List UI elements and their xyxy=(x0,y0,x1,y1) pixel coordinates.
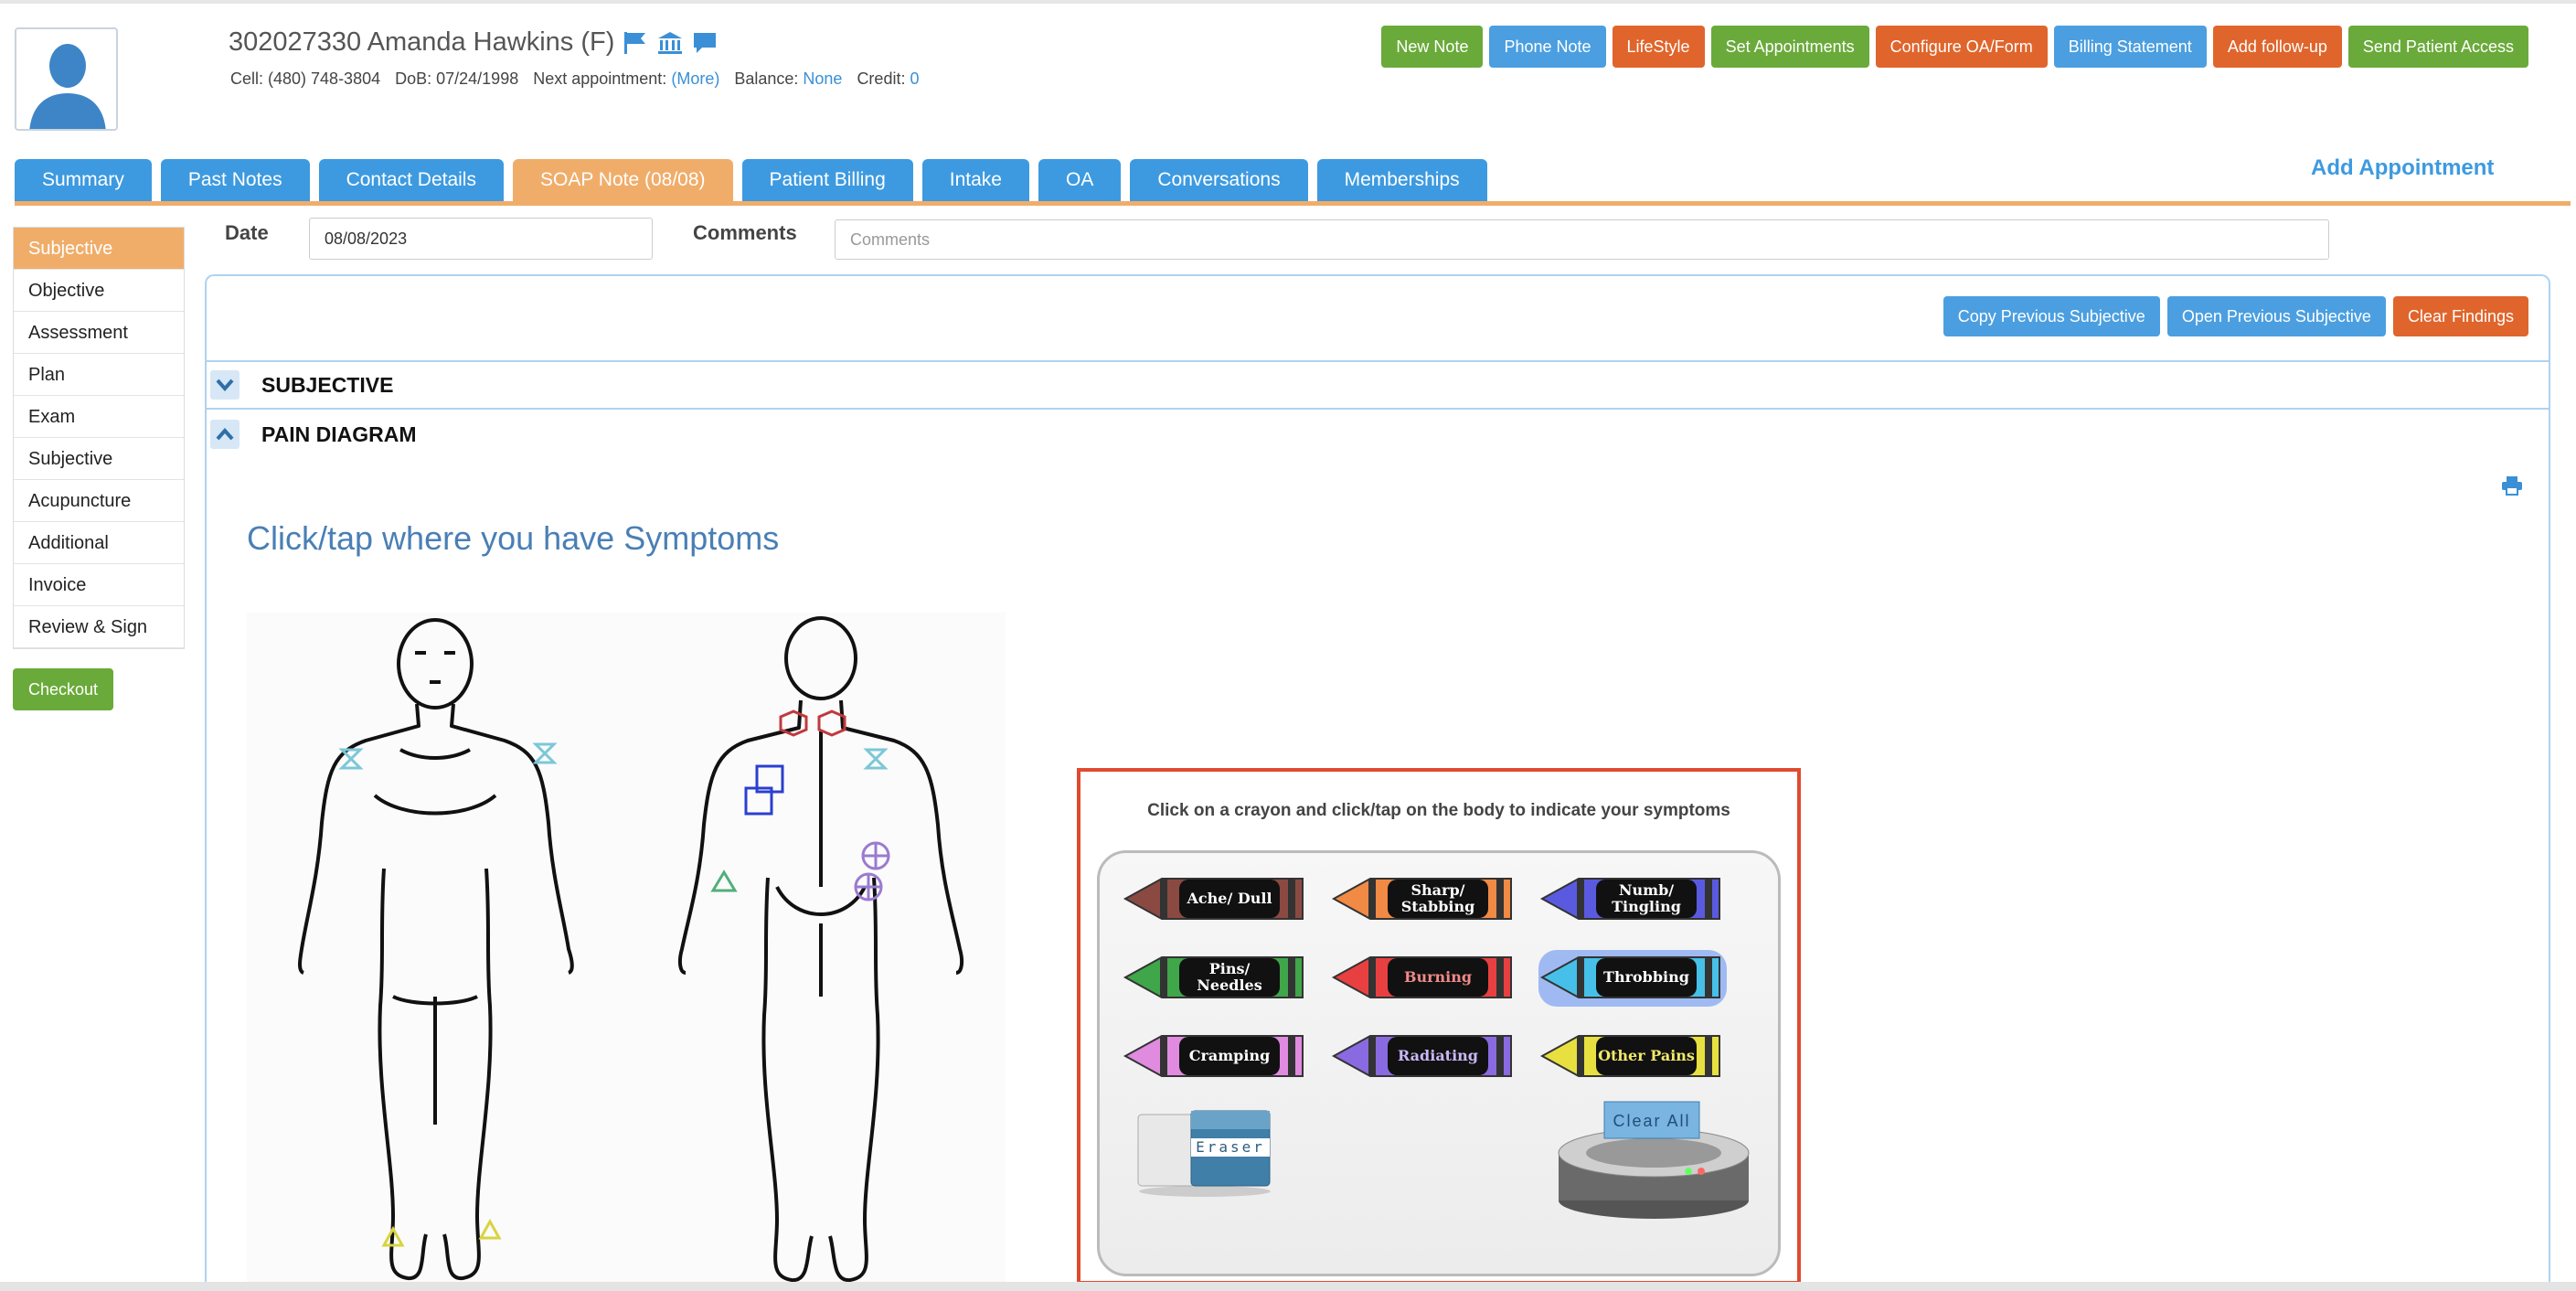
next-appointment: Next appointment: (More) xyxy=(533,69,719,89)
body-diagram[interactable] xyxy=(247,613,1006,1291)
configure-oa-form-button[interactable]: Configure OA/Form xyxy=(1875,26,2048,68)
tab-underline xyxy=(15,201,2571,206)
crayon-sharp-stabbing-label: Sharp/ Stabbing xyxy=(1388,880,1488,918)
sidebar-item-objective[interactable]: Objective xyxy=(14,270,184,312)
next-appointment-label: Next appointment: xyxy=(533,69,667,88)
horizontal-scrollbar[interactable] xyxy=(0,1282,2576,1291)
tab-conversations[interactable]: Conversations xyxy=(1130,159,1308,201)
credit-label: Credit: xyxy=(857,69,906,88)
front-body-figure xyxy=(298,618,574,1280)
panel-toolbar: Copy Previous Subjective Open Previous S… xyxy=(1943,296,2528,336)
date-label: Date xyxy=(225,221,269,244)
crayon-ache-dull-label: Ache/ Dull xyxy=(1179,880,1280,918)
subjective-panel xyxy=(205,274,2550,1291)
date-input[interactable]: 08/08/2023 xyxy=(309,218,653,260)
eraser-label: Eraser xyxy=(1196,1138,1265,1156)
back-body-figure xyxy=(677,616,964,1282)
copy-previous-subjective-button[interactable]: Copy Previous Subjective xyxy=(1943,296,2160,336)
crayon-pins-needles[interactable]: Pins/ Needles xyxy=(1120,946,1312,1008)
soap-sidebar: Subjective Objective Assessment Plan Exa… xyxy=(13,227,185,649)
crayon-burning-label: Burning xyxy=(1388,958,1488,997)
credit: Credit: 0 xyxy=(857,69,919,89)
crayon-other-pains[interactable]: Other Pains xyxy=(1537,1025,1729,1087)
crayon-throbbing[interactable]: Throbbing xyxy=(1537,946,1729,1008)
sidebar-item-review-sign[interactable]: Review & Sign xyxy=(14,606,184,648)
sidebar-item-additional[interactable]: Additional xyxy=(14,522,184,564)
sidebar-item-subjective-2[interactable]: Subjective xyxy=(14,438,184,480)
open-previous-subjective-button[interactable]: Open Previous Subjective xyxy=(2166,296,2386,336)
sidebar-item-plan[interactable]: Plan xyxy=(14,354,184,396)
crayon-throbbing-label: Throbbing xyxy=(1596,958,1697,997)
sidebar-item-acupuncture[interactable]: Acupuncture xyxy=(14,480,184,522)
comments-label: Comments xyxy=(693,221,797,244)
add-appointment-link[interactable]: Add Appointment xyxy=(2311,155,2495,180)
balance-label: Balance: xyxy=(734,69,799,88)
patient-header: 302027330 Amanda Hawkins (F) xyxy=(229,27,719,58)
comments-input[interactable]: Comments xyxy=(835,219,2329,260)
tab-bar: Summary Past Notes Contact Details SOAP … xyxy=(15,159,1487,201)
crayon-cramping-label: Cramping xyxy=(1179,1037,1280,1075)
balance: Balance: None xyxy=(734,69,842,89)
crayon-tray: Ache/ Dull Sharp/ Stabbing Numb/ Tinglin… xyxy=(1097,850,1781,1276)
symptom-markers xyxy=(338,710,890,1247)
print-icon[interactable] xyxy=(2501,475,2523,496)
clear-findings-button[interactable]: Clear Findings xyxy=(2392,296,2528,336)
clear-all-label: Clear All xyxy=(1613,1112,1691,1130)
crayon-burning[interactable]: Burning xyxy=(1328,946,1520,1008)
tab-patient-billing[interactable]: Patient Billing xyxy=(741,159,913,201)
tab-oa[interactable]: OA xyxy=(1038,159,1122,201)
tab-soap-note[interactable]: SOAP Note (08/08) xyxy=(512,159,733,201)
credit-value[interactable]: 0 xyxy=(910,69,920,88)
crayon-cramping[interactable]: Cramping xyxy=(1120,1025,1312,1087)
crayon-pins-needles-label: Pins/ Needles xyxy=(1179,958,1280,997)
patient-cell: Cell: (480) 748-3804 xyxy=(230,69,381,88)
crayon-sharp-stabbing[interactable]: Sharp/ Stabbing xyxy=(1328,868,1520,930)
sidebar-item-subjective[interactable]: Subjective xyxy=(14,228,184,270)
sidebar-item-exam[interactable]: Exam xyxy=(14,396,184,438)
chevron-down-icon[interactable] xyxy=(210,370,240,400)
chevron-up-icon[interactable] xyxy=(210,420,240,449)
patient-name: 302027330 Amanda Hawkins (F) xyxy=(229,27,615,57)
eraser-tool[interactable]: Eraser xyxy=(1136,1107,1273,1199)
crayon-instruction: Click on a crayon and click/tap on the b… xyxy=(1147,801,1730,820)
send-patient-access-button[interactable]: Send Patient Access xyxy=(2347,26,2528,68)
subjective-section-title: SUBJECTIVE xyxy=(261,372,394,397)
pain-diagram-section-header[interactable]: PAIN DIAGRAM xyxy=(207,410,2549,459)
more-link[interactable]: (More) xyxy=(671,69,720,88)
set-appointments-button[interactable]: Set Appointments xyxy=(1710,26,1869,68)
crayon-numb-tingling-label: Numb/ Tingling xyxy=(1596,880,1697,918)
add-follow-up-button[interactable]: Add follow-up xyxy=(2212,26,2342,68)
sidebar-item-assessment[interactable]: Assessment xyxy=(14,312,184,354)
checkout-button[interactable]: Checkout xyxy=(13,668,114,710)
flag-icon[interactable] xyxy=(622,30,649,56)
crayon-ache-dull[interactable]: Ache/ Dull xyxy=(1120,868,1312,930)
sidebar-item-invoice[interactable]: Invoice xyxy=(14,564,184,606)
chat-icon[interactable] xyxy=(691,30,719,56)
top-border xyxy=(0,0,2576,4)
action-toolbar: New Note Phone Note LifeStyle Set Appoin… xyxy=(1381,26,2528,68)
balance-value[interactable]: None xyxy=(803,69,843,88)
patient-avatar[interactable] xyxy=(15,27,118,131)
crayon-other-pains-label: Other Pains xyxy=(1596,1037,1697,1075)
tab-contact-details[interactable]: Contact Details xyxy=(318,159,504,201)
subjective-section-header[interactable]: SUBJECTIVE xyxy=(207,360,2549,410)
patient-dob: DoB: 07/24/1998 xyxy=(395,69,519,88)
crayon-numb-tingling[interactable]: Numb/ Tingling xyxy=(1537,868,1729,930)
patient-info: Cell: (480) 748-3804 DoB: 07/24/1998 Nex… xyxy=(230,69,919,89)
lifestyle-button[interactable]: LifeStyle xyxy=(1612,26,1705,68)
billing-statement-button[interactable]: Billing Statement xyxy=(2053,26,2207,68)
clear-all-button[interactable]: Clear All xyxy=(1551,1098,1754,1222)
tab-past-notes[interactable]: Past Notes xyxy=(160,159,310,201)
pain-diagram-section-title: PAIN DIAGRAM xyxy=(261,421,417,446)
crayon-radiating-label: Radiating xyxy=(1388,1037,1488,1075)
bank-icon[interactable] xyxy=(656,30,684,56)
new-note-button[interactable]: New Note xyxy=(1381,26,1484,68)
crayon-palette: Click on a crayon and click/tap on the b… xyxy=(1077,768,1801,1285)
pain-diagram-headline: Click/tap where you have Symptoms xyxy=(247,519,780,557)
tab-summary[interactable]: Summary xyxy=(15,159,152,201)
tab-intake[interactable]: Intake xyxy=(921,159,1029,201)
phone-note-button[interactable]: Phone Note xyxy=(1489,26,1606,68)
tab-memberships[interactable]: Memberships xyxy=(1316,159,1487,201)
crayon-radiating[interactable]: Radiating xyxy=(1328,1025,1520,1087)
